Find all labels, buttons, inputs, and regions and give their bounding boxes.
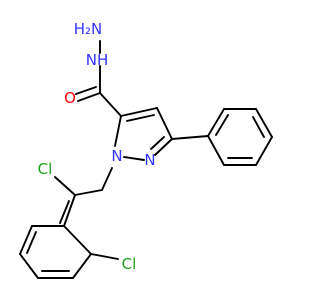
bond-carbonyl-double-a — [77, 92, 101, 102]
bond-phenyl-4 — [255, 136, 273, 166]
bond-phenyl-6 — [207, 135, 225, 166]
bond-n1-ch2 — [101, 167, 113, 191]
bond-dcp-2 — [63, 194, 76, 227]
atom-labels: H₂N NH O N N Cl Cl — [38, 20, 156, 273]
bond-c3-n2 — [154, 138, 173, 156]
molecule-structure-diagram: H₂N NH O N N Cl Cl — [19, 20, 273, 279]
bond-dcp-8 — [63, 225, 92, 255]
bond-c3-n2-inner — [150, 136, 165, 150]
atom-label-n2: N — [144, 151, 155, 169]
atom-label-oxygen: O — [64, 89, 76, 107]
bond-dcp-1 — [54, 176, 76, 196]
bond-c5-c4 — [120, 107, 158, 117]
bond-dcp-4 — [19, 225, 33, 255]
bond-c3-phenyl — [171, 135, 209, 140]
atom-label-h2n: H₂N — [74, 20, 103, 38]
bond-dcp-9 — [90, 253, 119, 260]
atom-label-n1: N — [111, 147, 122, 165]
bonds — [19, 40, 273, 279]
bond-dcp-4-inner — [26, 231, 37, 254]
bond-dcp-2-inner — [59, 200, 70, 224]
atom-label-nh: NH — [86, 51, 109, 69]
bond-carbonyl-c-c5 — [99, 92, 122, 117]
bond-dcp-7 — [72, 253, 92, 279]
bond-phenyl-3 — [255, 108, 273, 138]
bond-c4-c3 — [156, 107, 173, 140]
bond-phenyl-1-inner — [215, 114, 229, 136]
bond-carbonyl-double-b — [75, 86, 97, 95]
bond-phenyl-1 — [207, 108, 225, 137]
bond-n1-c5 — [114, 115, 122, 147]
bond-n2-n1 — [123, 156, 145, 161]
bond-ch2-aryl — [74, 189, 103, 196]
bond-c5-c4-inner — [126, 114, 155, 122]
bond-dcp-5 — [19, 253, 39, 279]
atom-label-cl-ortho: Cl — [38, 160, 53, 178]
atom-label-cl-meta: Cl — [122, 255, 137, 273]
bond-phenyl-3-inner — [252, 116, 265, 138]
